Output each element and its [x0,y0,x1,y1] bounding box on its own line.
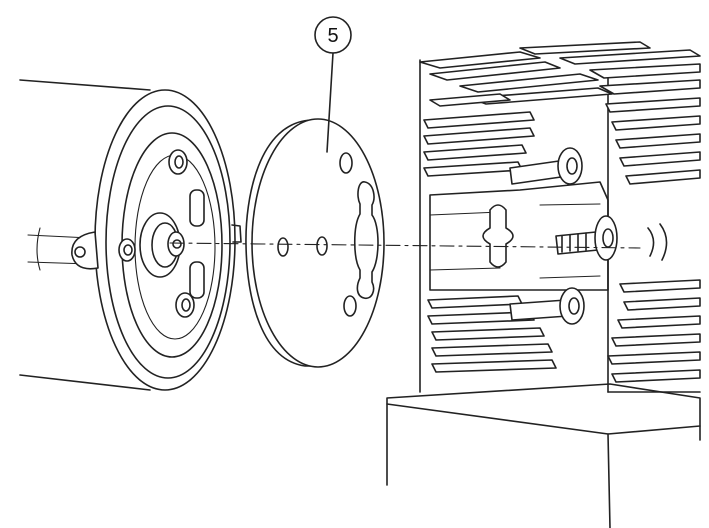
shaft-stub-end [36,227,41,271]
motor-body-bottom-edge [19,374,151,391]
motor-shaft-end [167,231,185,257]
motor-bolt-bottom [175,292,195,318]
top-fins [419,41,701,107]
pedestal-front-edge [607,433,611,528]
disc-hole-top [339,152,353,174]
block-outline [419,59,701,393]
stud-top [509,147,583,185]
motor-housing [19,79,242,391]
disc-hole-left [277,237,289,257]
inner-coupling [482,204,514,268]
motor-face-slot-upper [189,189,205,227]
pedestal-block [386,383,701,528]
left-side-fins [423,111,557,373]
motor-face-pin [231,224,242,243]
motor-body-top-edge [19,79,151,91]
callout-label: 5 [327,25,338,47]
recess-rib-lines [429,203,601,279]
disc-hole-center [316,236,328,256]
motor-end-face-rim [105,105,231,379]
callout-5: 5 [314,16,352,153]
right-receptacle [647,223,668,261]
motor-bolt-left [118,238,136,262]
disc-hole-bottom [343,295,357,317]
mounting-ear-hole [74,246,86,258]
callout-leader-line [326,52,334,153]
right-side-fins [605,97,701,383]
motor-bolt-top [168,149,188,175]
block-center-shaft [555,215,618,261]
center-axis-line [169,242,641,249]
disc-keyhole-slot [353,181,379,300]
motor-shaft-center [172,239,182,249]
motor-face-slot-lower [189,261,205,299]
stud-bottom [509,287,585,325]
flange-disc [245,118,385,368]
finned-cooling-block [419,41,701,393]
